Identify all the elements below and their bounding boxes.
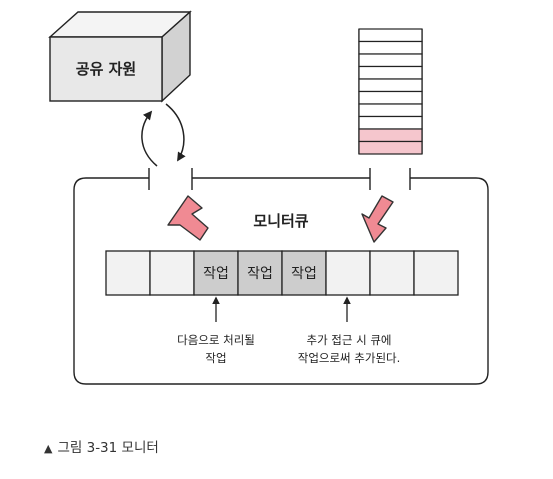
stack-slot [358,65,423,80]
monitor-container [73,168,489,385]
caption-marker: ▲ [44,442,53,455]
queue-cell [149,250,195,296]
stack-slot [358,40,423,55]
queue-cell [413,250,459,296]
caption-text: 그림 3-31 모니터 [57,440,159,456]
queue-cell [325,250,371,296]
new-task-note-line2: 작업으로써 추가된다. [298,351,401,365]
next-task-note-line2: 작업 [205,351,226,365]
outgoing-arrow-shape [167,195,209,241]
stack-slot [358,53,423,68]
queue-cell [237,250,283,296]
queue-cell-label: 작업 [203,266,229,282]
figure-caption: ▲ 그림 3-31 모니터 [44,436,159,456]
stack-slot [358,28,423,43]
shared-resource-label: 공유 자원 [76,60,136,78]
arrow-from-resource [165,103,186,162]
shared-resource-box-front [49,36,163,102]
queue-cell-label: 작업 [291,266,317,282]
queue-cell [281,250,327,296]
stack-slot-filled [358,128,423,143]
shared-resource-box: 공유 자원 [48,10,192,103]
queue-cell [105,250,151,296]
stack-slot [358,90,423,105]
stack-slot-filled [358,140,423,155]
stack-slot [358,115,423,130]
stack-slot [358,103,423,118]
new-task-note-line1: 추가 접근 시 큐에 [306,333,391,347]
queue-cell [369,250,415,296]
monitor-queue-title: 모니터큐 [253,212,308,230]
monitor-queue-row: 작업 작업 작업 [105,250,459,296]
resource-exchange-arrows [141,103,186,167]
stack-slot [358,78,423,93]
monitor-outline [73,177,489,385]
queue-cell-label: 작업 [247,266,273,282]
incoming-arrow [361,195,394,243]
outgoing-arrow [167,195,209,241]
incoming-stack [358,28,423,155]
incoming-arrow-shape [361,195,394,243]
arrow-to-resource [141,110,158,167]
next-task-note-line1: 다음으로 처리될 [177,333,255,347]
queue-cell [193,250,239,296]
